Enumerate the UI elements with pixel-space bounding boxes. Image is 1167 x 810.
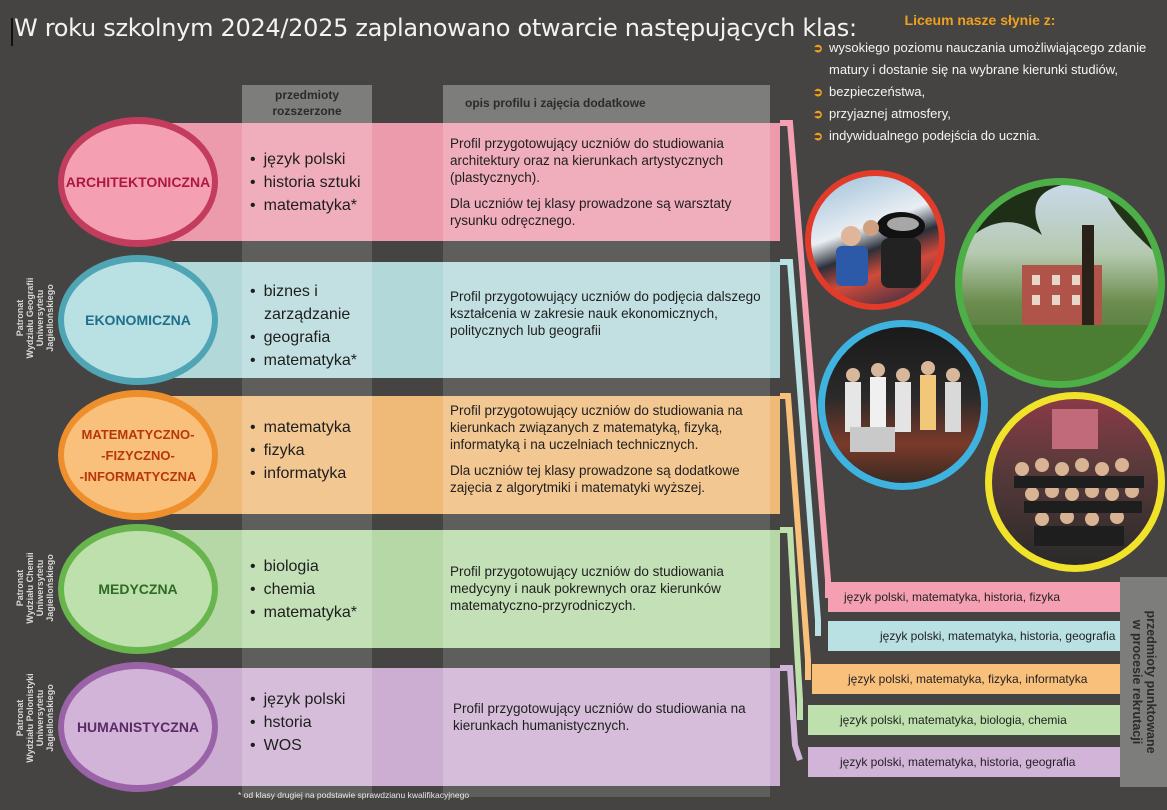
description-column-header: opis profilu i zajęcia dodatkowe bbox=[443, 85, 770, 123]
description-paragraph: Dla uczniów tej klasy prowadzone są wars… bbox=[450, 196, 732, 228]
group-illustration bbox=[1014, 409, 1144, 546]
description-paragraph: Profil przygotowujący uczniów do studiow… bbox=[450, 136, 724, 185]
subject-item: biznes i zarządzanie bbox=[250, 280, 365, 326]
fame-title: Liceum nasze słynie z: bbox=[904, 12, 1056, 28]
description-paragraph: Profil przygotowujący uczniów do podjęci… bbox=[450, 289, 761, 338]
profile-description: Profil przygotowujący uczniów do podjęci… bbox=[450, 288, 770, 339]
class-name: EKONOMICZNA bbox=[85, 311, 191, 328]
profile-description: Profil przygotowujący uczniów do studiow… bbox=[450, 135, 770, 229]
description-paragraph: Dla uczniów tej klasy prowadzone są doda… bbox=[450, 463, 740, 495]
class-badge-fill bbox=[64, 669, 212, 785]
subjects-list: język polskihistoria sztukimatematyka* bbox=[250, 148, 361, 217]
arrow-icon: ➲ bbox=[813, 129, 824, 143]
theatre-illustration bbox=[845, 361, 961, 452]
subject-item: geografia bbox=[250, 326, 365, 349]
subjects-list: biologiachemiamatematyka* bbox=[250, 555, 357, 624]
scoring-label-text: przedmioty punktowane w procesie rekruta… bbox=[1129, 610, 1158, 754]
fame-item-text: przyjaznej atmosfery, bbox=[829, 106, 951, 121]
ski-trip-photo bbox=[805, 170, 945, 310]
arrow-icon: ➲ bbox=[813, 41, 824, 55]
school-park-illustration bbox=[962, 185, 1158, 381]
subject-item: fizyka bbox=[250, 439, 351, 462]
class-badge-medical: MEDYCZNA bbox=[58, 524, 218, 654]
fame-item: ➲ bezpieczeństwa, bbox=[813, 81, 1158, 103]
subject-item: język polski bbox=[250, 148, 361, 171]
subject-item: hstoria bbox=[250, 711, 345, 734]
profile-description: Profil przygotowujący uczniów do studiow… bbox=[453, 700, 773, 734]
connector-humanistic bbox=[780, 665, 803, 761]
scoring-row: język polski, matematyka, historia, geog… bbox=[808, 747, 1120, 777]
description-cell-overlay bbox=[443, 668, 770, 786]
fame-item: ➲ wysokiego poziomu nauczania umożliwiają… bbox=[813, 37, 1158, 81]
fame-list: ➲ wysokiego poziomu nauczania umożliwiają… bbox=[813, 37, 1158, 147]
class-badge-architecture: ARCHITEKTONICZNA bbox=[58, 117, 218, 247]
class-badge-humanistic: HUMANISTYCZNA bbox=[58, 662, 218, 792]
arrow-icon: ➲ bbox=[813, 107, 824, 121]
group-photo bbox=[985, 392, 1165, 572]
class-badge-fill bbox=[64, 531, 212, 647]
description-paragraph: Profil przygotowujący uczniów do studiow… bbox=[450, 403, 743, 452]
description-cell-overlay bbox=[443, 530, 770, 648]
subject-item: język polski bbox=[250, 688, 346, 711]
class-badge-fill bbox=[64, 124, 212, 240]
class-badge-economic: EKONOMICZNA bbox=[58, 255, 218, 385]
class-badge-fill bbox=[64, 397, 212, 513]
patron-chemistry: Patronat Wydziału Chemii Uniwersytetu Ja… bbox=[15, 552, 55, 624]
connector-economic bbox=[780, 259, 821, 636]
fame-item: ➲ indywidualnego podejścia do ucznia. bbox=[813, 125, 1158, 147]
description-cell-overlay bbox=[443, 123, 770, 241]
fame-item-text: bezpieczeństwa, bbox=[829, 84, 926, 99]
ski-trip-illustration bbox=[836, 212, 925, 288]
class-name: ARCHITEKTONICZNA bbox=[65, 173, 211, 190]
class-name: MEDYCZNA bbox=[98, 580, 178, 597]
profile-description: Profil przygotowujący uczniów do studiow… bbox=[450, 563, 770, 614]
subjects-list: język polskihstoriaWOS bbox=[250, 688, 346, 757]
connector-math bbox=[780, 393, 811, 680]
subjects-list: matematykafizykainformatyka bbox=[250, 416, 351, 485]
scoring-row: język polski, matematyka, historia, geog… bbox=[828, 621, 1120, 651]
subject-item: WOS bbox=[250, 734, 345, 757]
scoring-row: język polski, matematyka, biologia, chem… bbox=[808, 705, 1120, 735]
fame-item-text: wysokiego poziomu nauczania umożliwiając… bbox=[829, 40, 1147, 77]
scoring-label: przedmioty punktowane w procesie rekruta… bbox=[1120, 577, 1167, 787]
class-badge-math: MATEMATYCZNO- -FIZYCZNO- -INFORMATYCZNA bbox=[58, 390, 218, 520]
connector-medical bbox=[780, 527, 803, 720]
scoring-row: język polski, matematyka, fizyka, inform… bbox=[812, 664, 1120, 694]
patron-geography: Patronat Wydziału Geografii Uniwersytetu… bbox=[15, 277, 55, 359]
patron-polish-studies: Patronat Wydziału Polonistyki Uniwersyte… bbox=[15, 673, 55, 763]
fame-item: ➲ przyjaznej atmosfery, bbox=[813, 103, 1158, 125]
fame-item-text: indywidualnego podejścia do ucznia. bbox=[829, 128, 1041, 143]
subject-item: historia sztuki bbox=[250, 171, 361, 194]
subject-item: biologia bbox=[250, 555, 357, 578]
page-title: W roku szkolnym 2024/2025 zaplanowano ot… bbox=[11, 14, 857, 46]
subjects-list: biznes i zarządzaniegeografiamatematyka* bbox=[250, 280, 365, 372]
subject-item: matematyka* bbox=[250, 194, 361, 217]
class-name: HUMANISTYCZNA bbox=[76, 718, 200, 735]
school-park-photo bbox=[955, 178, 1165, 388]
subjects-column-header: przedmioty rozszerzone bbox=[242, 85, 372, 123]
subject-item: matematyka* bbox=[250, 601, 357, 624]
footnote: * od klasy drugiej na podstawie sprawdzi… bbox=[238, 790, 470, 800]
scoring-row: język polski, matematyka, historia, fizy… bbox=[828, 582, 1120, 612]
description-paragraph: Profil przygotowujący uczniów do studiow… bbox=[453, 701, 746, 733]
description-cell-overlay bbox=[443, 262, 770, 378]
theatre-photo bbox=[818, 320, 988, 490]
subject-item: informatyka bbox=[250, 462, 351, 485]
subjects-column-label: przedmioty rozszerzone bbox=[272, 88, 342, 118]
subject-item: chemia bbox=[250, 578, 357, 601]
scoring-side-panel bbox=[1120, 577, 1167, 787]
description-cell-overlay bbox=[443, 396, 770, 514]
class-name: MATEMATYCZNO- -FIZYCZNO- -INFORMATYCZNA bbox=[79, 426, 197, 484]
subject-item: matematyka bbox=[250, 416, 351, 439]
arrow-icon: ➲ bbox=[813, 85, 824, 99]
subject-item: matematyka* bbox=[250, 349, 365, 372]
description-paragraph: Profil przygotowujący uczniów do studiow… bbox=[450, 564, 724, 613]
profile-description: Profil przygotowujący uczniów do studiow… bbox=[450, 402, 770, 496]
class-badge-fill bbox=[64, 262, 212, 378]
